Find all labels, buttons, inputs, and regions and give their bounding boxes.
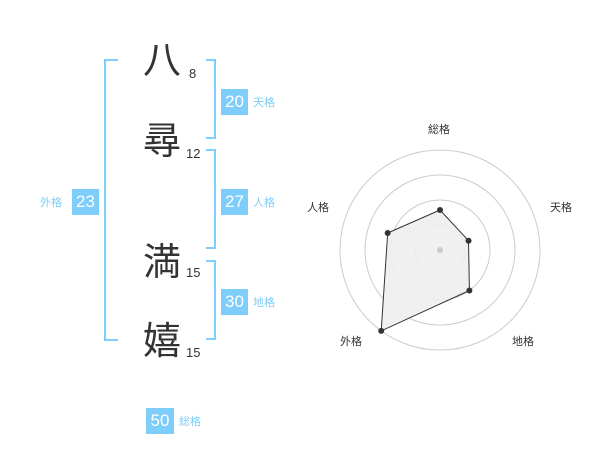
soukaku-value: 50 xyxy=(146,408,174,434)
stroke-count-3: 15 xyxy=(186,265,201,280)
radar-point-4 xyxy=(378,327,385,334)
stroke-count-4: 15 xyxy=(186,345,201,360)
tenkaku-label: 天格 xyxy=(253,96,275,109)
name-char-3: 満 xyxy=(143,240,182,284)
radar-point-3 xyxy=(466,287,473,294)
jinkaku-label: 人格 xyxy=(253,196,275,209)
radar-point-2 xyxy=(465,237,472,244)
gaikaku-value: 23 xyxy=(72,189,99,215)
tenkaku-bracket xyxy=(206,59,216,139)
name-char-1: 八 xyxy=(143,38,182,82)
gaikaku-bracket xyxy=(104,59,118,341)
radar-grid-ring xyxy=(364,174,516,326)
chikaku-label: 地格 xyxy=(253,296,275,309)
radar-axis-label-tenkaku: 天格 xyxy=(550,201,572,214)
jinkaku-value: 27 xyxy=(221,189,248,215)
gaikaku-label: 外格 xyxy=(40,196,62,209)
radar-series-points xyxy=(378,207,473,334)
radar-axis-label-chikaku: 地格 xyxy=(512,335,534,348)
radar-point-5 xyxy=(384,230,391,237)
radar-center-dot xyxy=(437,247,443,253)
name-char-4: 嬉 xyxy=(143,319,182,363)
radar-axis-label-jinkaku: 人格 xyxy=(307,201,329,214)
radar-axis-label-soukaku: 総格 xyxy=(428,123,450,136)
radar-axis-label-gaikaku: 外格 xyxy=(340,335,362,348)
radar-grid-ring xyxy=(339,149,541,351)
stroke-count-2: 12 xyxy=(186,146,201,161)
radar-series-polygon xyxy=(380,209,470,332)
radar-point-1 xyxy=(437,207,443,213)
chikaku-bracket xyxy=(206,260,216,340)
tenkaku-value: 20 xyxy=(221,89,248,115)
chikaku-value: 30 xyxy=(221,289,248,315)
soukaku-label: 総格 xyxy=(179,415,201,428)
name-char-2: 尋 xyxy=(143,119,182,163)
stroke-count-1: 8 xyxy=(189,66,197,81)
jinkaku-bracket xyxy=(206,149,216,249)
